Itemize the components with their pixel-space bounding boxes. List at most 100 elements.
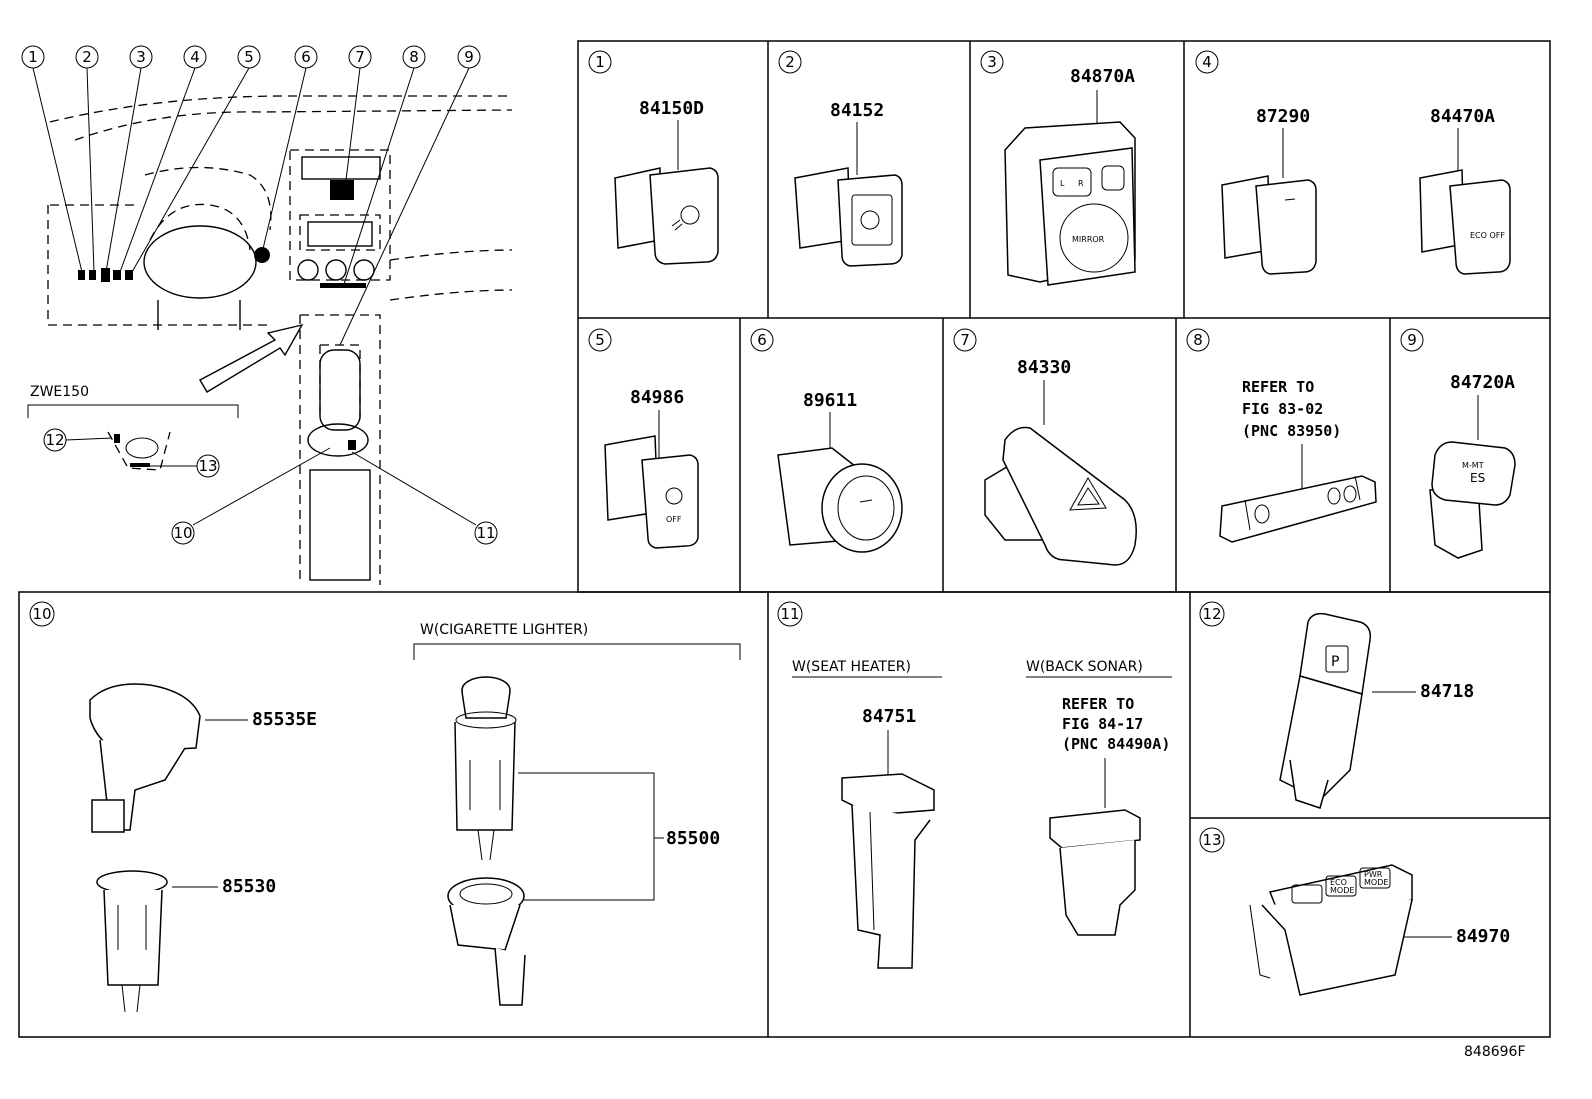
callout-2: 2	[75, 45, 99, 69]
svg-text:3: 3	[987, 53, 997, 71]
part-89611: 89611	[803, 390, 857, 411]
refer-line-1: REFER TO	[1062, 695, 1134, 713]
svg-text:9: 9	[1407, 331, 1417, 349]
vsc-off-label: OFF	[666, 515, 682, 524]
svg-text:13: 13	[198, 457, 217, 475]
panel-5: 5 84986 OFF	[588, 328, 699, 549]
back-sonar-switch-drawing	[1049, 809, 1141, 936]
caption-seat-heater: W(SEAT HEATER)	[792, 659, 911, 675]
callout-13: 13	[196, 454, 220, 478]
svg-text:7: 7	[355, 48, 365, 66]
svg-text:9: 9	[464, 48, 474, 66]
panel-9: 9 84720A M-MT ES	[1400, 328, 1516, 559]
socket-85530-drawing	[96, 870, 168, 1013]
panel-4-index: 4	[1195, 50, 1219, 74]
panel-12-index: 12	[1199, 601, 1225, 627]
panel-4: 4 87290 84470A ECO OFF	[1195, 50, 1511, 275]
refer-line-2: FIG 83-02	[1242, 400, 1323, 418]
panel-2-index: 2	[778, 50, 802, 74]
panel-7: 7 84330	[953, 328, 1137, 566]
refer-line-2: FIG 84-17	[1062, 715, 1143, 733]
pwr-label: PWR	[1364, 870, 1383, 879]
parking-switch-drawing: P	[1279, 612, 1372, 809]
part-84986: 84986	[630, 387, 684, 408]
mirror-left-label: L	[1060, 179, 1065, 188]
svg-text:1: 1	[28, 48, 38, 66]
panel-10-index: 10	[29, 601, 55, 627]
callout-9: 9	[457, 45, 481, 69]
callout-4: 4	[183, 45, 207, 69]
part-84720A: 84720A	[1450, 372, 1515, 393]
panel-grid	[18, 40, 1551, 1038]
panel-7-index: 7	[953, 328, 977, 352]
panel-1-index: 1	[588, 50, 612, 74]
power-outlet-85535E-drawing	[89, 683, 201, 833]
svg-text:5: 5	[244, 48, 254, 66]
svg-text:7: 7	[960, 331, 970, 349]
svg-text:4: 4	[1202, 53, 1212, 71]
climate-panel-drawing	[1219, 475, 1377, 543]
panel-6: 6 89611	[750, 328, 903, 553]
svg-text:6: 6	[301, 48, 311, 66]
drive-mode-switch-drawing: ECO MODE PWR MODE	[1249, 864, 1413, 996]
eco-mode-label: MODE	[1330, 886, 1354, 895]
refer-line-3: (PNC 83950)	[1242, 422, 1341, 440]
panel-13: 13 84970 ECO MODE PWR MODE	[1199, 827, 1510, 996]
lighter-85500-drawing	[447, 676, 526, 1006]
svg-text:11: 11	[780, 605, 799, 623]
mirror-switch-drawing: L R MIRROR	[1004, 121, 1136, 286]
part-84870A: 84870A	[1070, 66, 1135, 87]
part-84152: 84152	[830, 100, 884, 121]
svg-text:12: 12	[1202, 605, 1221, 623]
dashboard-overview: 1 2 3 4 5 6 7 8 9	[21, 45, 513, 585]
callout-3: 3	[129, 45, 153, 69]
switch-84152-drawing	[794, 167, 903, 267]
part-84470A: 84470A	[1430, 106, 1495, 127]
panel-11: 11 W(SEAT HEATER) W(BACK SONAR) 84751 RE…	[777, 601, 1172, 969]
variant-label: ZWE150	[30, 384, 89, 400]
svg-text:5: 5	[595, 331, 605, 349]
svg-text:2: 2	[785, 53, 795, 71]
panel-3-index: 3	[980, 50, 1004, 74]
panel-13-index: 13	[1199, 827, 1225, 853]
switch-84986-drawing: OFF	[604, 435, 699, 549]
es-label: ES	[1470, 471, 1485, 485]
callout-7: 7	[348, 45, 372, 69]
callout-6: 6	[294, 45, 318, 69]
svg-text:13: 13	[1202, 831, 1221, 849]
callout-8: 8	[402, 45, 426, 69]
switch-84150D-drawing	[614, 167, 719, 265]
part-84150D: 84150D	[639, 98, 704, 119]
callout-12: 12	[43, 428, 67, 452]
panel-8: 8 REFER TO FIG 83-02 (PNC 83950)	[1186, 328, 1377, 543]
mirror-knob-label: MIRROR	[1072, 235, 1105, 244]
callout-1: 1	[21, 45, 45, 69]
refer-line-1: REFER TO	[1242, 378, 1314, 396]
svg-text:3: 3	[136, 48, 146, 66]
part-84718: 84718	[1420, 681, 1474, 702]
part-87290: 87290	[1256, 106, 1310, 127]
panel-11-index: 11	[777, 601, 803, 627]
pwr-mode-label: MODE	[1364, 878, 1388, 887]
svg-text:8: 8	[1193, 331, 1203, 349]
svg-text:10: 10	[32, 605, 51, 623]
part-84970: 84970	[1456, 926, 1510, 947]
callout-11: 11	[474, 521, 498, 545]
p-label: P	[1331, 654, 1339, 670]
eco-label: ECO	[1330, 878, 1347, 887]
start-button-drawing	[777, 447, 903, 553]
callout-5: 5	[237, 45, 261, 69]
eco-off-label: ECO OFF	[1470, 231, 1505, 240]
seat-heater-switch-drawing	[841, 773, 935, 969]
callout-10: 10	[171, 521, 195, 545]
part-85530: 85530	[222, 876, 276, 897]
svg-text:6: 6	[757, 331, 767, 349]
panel-8-index: 8	[1186, 328, 1210, 352]
part-85535E: 85535E	[252, 709, 317, 730]
svg-text:2: 2	[82, 48, 92, 66]
svg-text:4: 4	[190, 48, 200, 66]
panel-12: 12 84718 P	[1199, 601, 1474, 809]
panel-1: 1 84150D	[588, 50, 719, 265]
panel-2: 2 84152	[778, 50, 903, 267]
